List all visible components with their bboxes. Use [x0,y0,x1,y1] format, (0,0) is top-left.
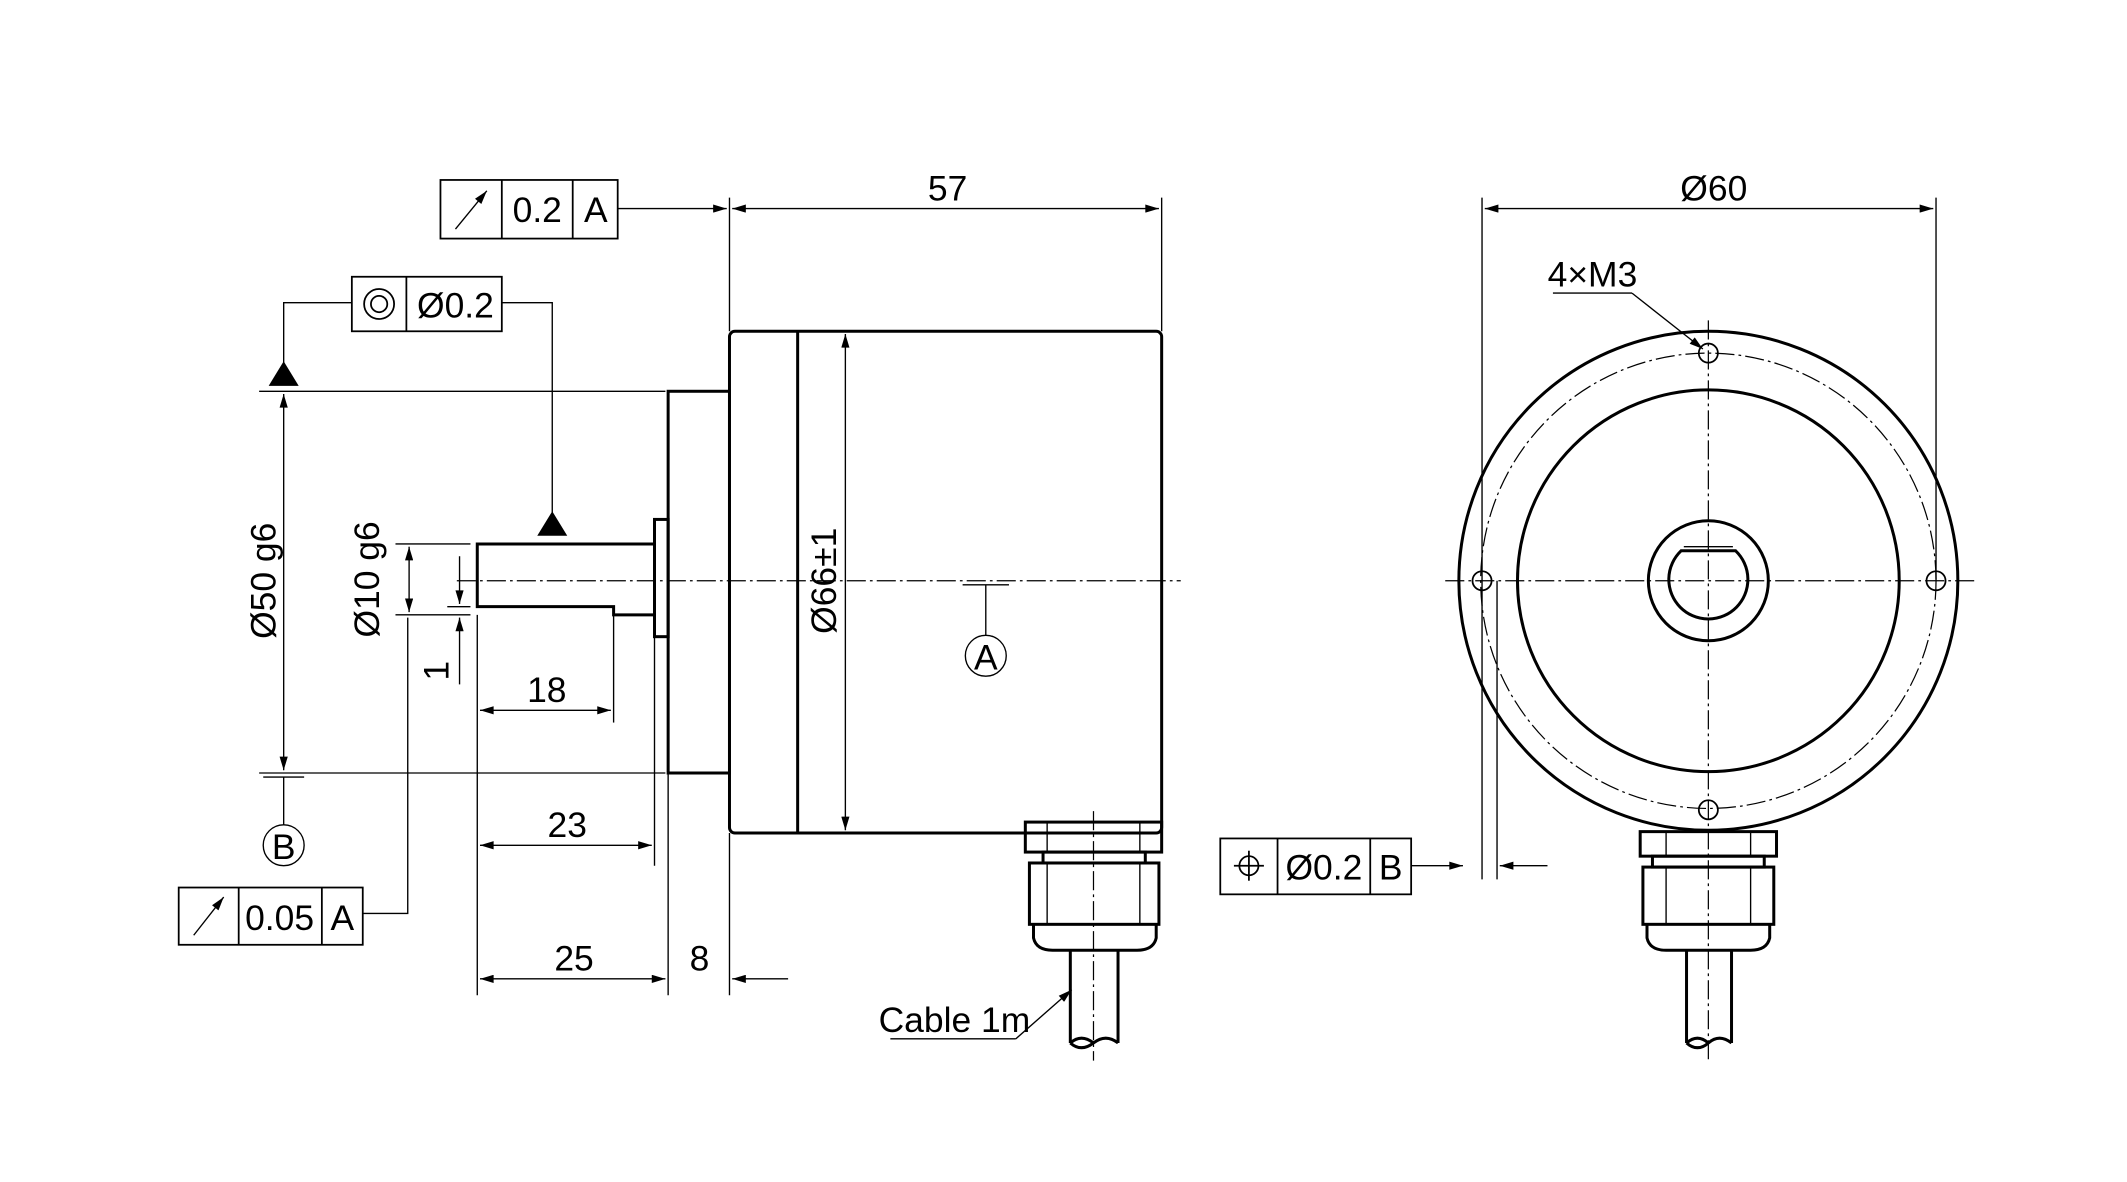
dim-flange-depth: 8 [690,939,710,979]
cable-gland [1023,811,1164,1061]
dim-label: Ø10 g6 [347,521,387,637]
fcf-runout-bottom: 0.05 A [177,617,409,946]
mount-hole [1471,570,1493,592]
dim-axial: 18 23 25 8 [476,614,789,996]
dim-label: 57 [928,168,967,208]
fcf-tolerance: 0.05 [245,898,314,938]
fcf-runout-top: 0.2 A [439,179,727,240]
holes-label: 4×M3 [1548,254,1638,294]
cable-label: Cable 1m [879,1000,1031,1040]
position-icon [1233,850,1264,881]
dim-shaft-to-hub: 23 [548,805,587,845]
datum-b: B [262,776,305,867]
runout-arrow-icon [193,896,225,936]
dim-length: 57 [728,168,1163,332]
holes-callout: 4×M3 [1548,254,1704,350]
fcf-position: Ø0.2 B [1219,580,1548,896]
concentricity-icon [363,288,395,320]
dim-shaft-length: 25 [554,939,593,979]
fcf-concentricity: Ø0.2 [268,275,568,536]
dim-label: Ø66±1 [804,528,844,634]
datum-label: B [272,827,296,867]
mount-hole [1697,342,1719,364]
cable-gland-front [1638,830,1779,1050]
runout-arrow-icon [454,190,488,230]
fcf-tolerance: Ø0.2 [1285,847,1362,887]
datum-label: A [974,637,998,677]
dim-label: 1 [417,661,457,681]
dim-bolt-circle: Ø60 [1481,168,1937,880]
fcf-datum: B [1379,847,1403,887]
cable-callout: Cable 1m [879,989,1073,1040]
dim-flat-length: 18 [527,670,566,710]
side-view: 0.2 A 57 Ø0.2 Ø66±1 [177,168,1181,1061]
datum-a: A [962,584,1009,677]
dim-body-diameter: Ø66±1 [804,334,850,831]
dim-flat-depth: 1 [417,556,471,685]
dim-flange-diameter: Ø50 g6 [244,390,666,774]
fcf-datum: A [330,898,354,938]
fcf-datum: A [584,190,608,230]
mount-hole [1697,799,1719,821]
fcf-tolerance: Ø0.2 [417,286,494,326]
front-view: Ø60 4×M3 Ø0.2 B [1219,168,1975,1061]
dim-shaft-diameter: Ø10 g6 [347,521,471,638]
dim-label: Ø60 [1680,168,1747,208]
mount-hole [1925,570,1947,592]
dim-label: Ø50 g6 [244,523,284,639]
fcf-tolerance: 0.2 [513,190,562,230]
encoder-body [456,329,1181,835]
